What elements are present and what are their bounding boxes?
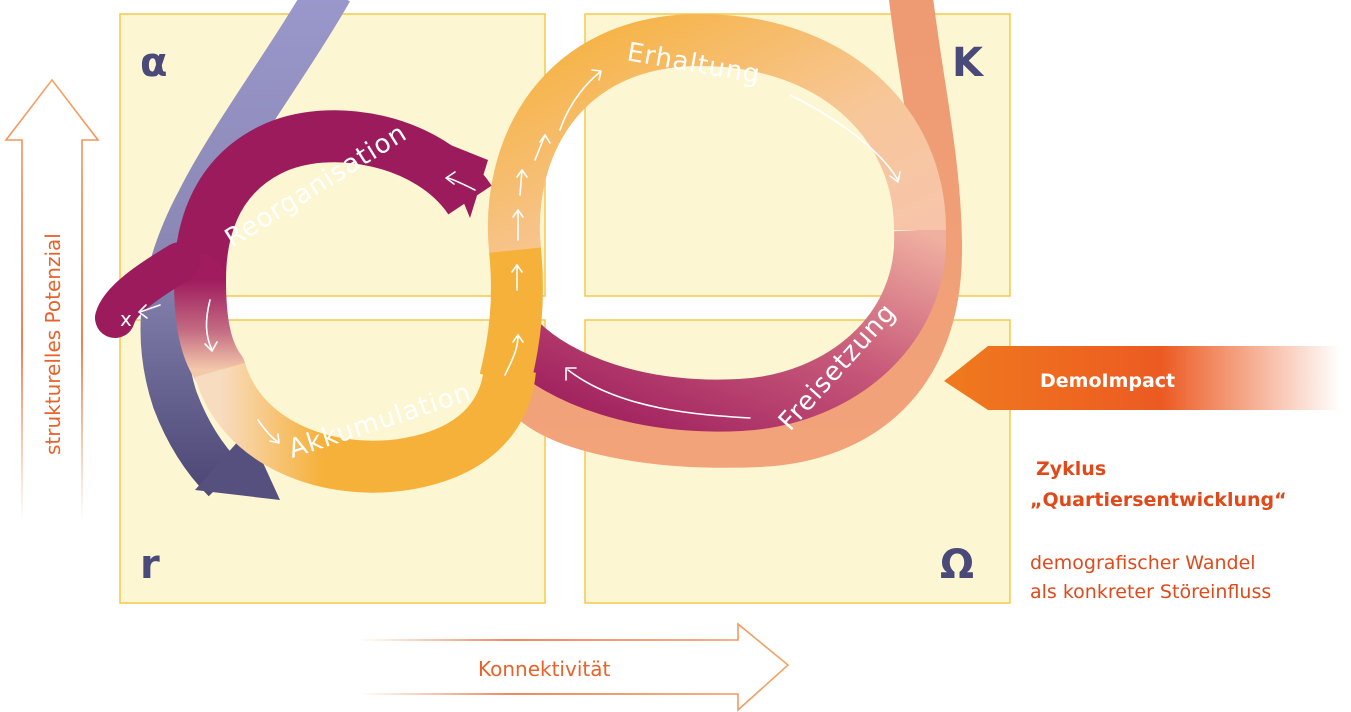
quadrant-letter-kappa: K (952, 40, 985, 86)
quadrant-letter-r: r (140, 542, 160, 588)
quadrant-letter-alpha: α (140, 40, 167, 86)
side-description: Zyklus „Quartiersentwicklung“ demografis… (1030, 458, 1287, 603)
y-axis-arrow: strukturelles Potenzial (4, 78, 100, 520)
flow-arrows (138, 69, 901, 444)
reorganisation-arrowhead (438, 140, 488, 218)
x-axis-arrow: Konnektivität (360, 622, 790, 712)
label-exit-x: x (120, 307, 133, 331)
salmon-band (508, 0, 963, 468)
y-axis-label: strukturelles Potenzial (41, 233, 65, 455)
disturbance-desc-line2: als konkreter Störeinfluss (1030, 581, 1271, 603)
quadrant-letter-omega: Ω (940, 542, 974, 588)
demoimpact-label: DemoImpact (1040, 370, 1175, 392)
demoimpact-arrow: DemoImpact (944, 346, 1340, 410)
cycle-title-line1: Zyklus (1036, 458, 1106, 480)
x-axis-label: Konnektivität (478, 657, 610, 681)
lavender-arrowhead (195, 430, 280, 500)
cycle-title-line2: „Quartiersentwicklung“ (1030, 489, 1287, 511)
left-loop (95, 110, 536, 493)
disturbance-desc-line1: demografischer Wandel (1030, 552, 1256, 574)
